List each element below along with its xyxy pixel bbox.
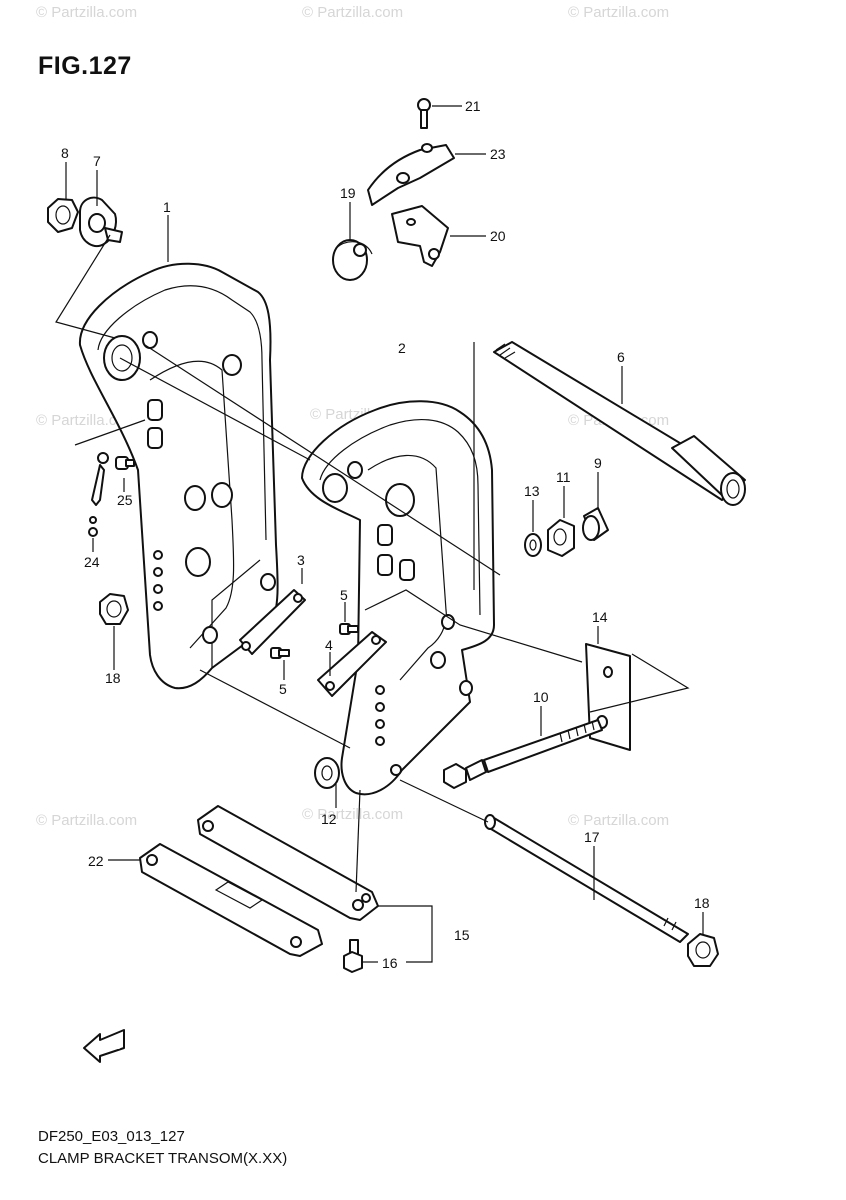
callout-label: 19: [340, 185, 356, 201]
callout-label: 1: [163, 199, 171, 215]
callout-leaders: [65, 105, 704, 963]
callout-label: 21: [465, 98, 481, 114]
callout-label: 8: [61, 145, 69, 161]
part-19-grommet[interactable]: [332, 239, 373, 281]
part-11-nut[interactable]: [547, 519, 575, 557]
callout-label: 11: [556, 469, 571, 485]
watermark: © Partzilla.com: [302, 4, 404, 21]
callout-label: 18: [694, 895, 710, 911]
callout-label: 12: [321, 811, 337, 827]
callout-label: 5: [340, 587, 348, 603]
callout-label: 25: [117, 492, 133, 508]
part-3-plate[interactable]: [239, 589, 306, 655]
fwd-label: FWD: [101, 1041, 122, 1051]
figure-title: FIG.127: [38, 52, 132, 80]
callout-label: 23: [490, 146, 506, 162]
part-6-tilt-tube[interactable]: [493, 341, 746, 506]
part-1-clamp-bracket-left[interactable]: [78, 262, 279, 690]
part-4-plate[interactable]: [317, 631, 387, 697]
callout-label: 20: [490, 228, 506, 244]
fwd-arrow-icon: FWD: [83, 1029, 125, 1063]
part-17-through-bolt[interactable]: [484, 814, 689, 943]
callout-numbers: 1 2 3 4 5 5 6 7 8 9 10 11 12 13 14 15 16…: [61, 98, 710, 971]
part-8-nut[interactable]: [47, 198, 79, 233]
part-12-washer[interactable]: [314, 757, 340, 789]
part-22-pad[interactable]: [139, 843, 323, 957]
part-24-ground-wire[interactable]: [88, 452, 109, 537]
callout-label: 13: [524, 483, 540, 499]
callout-label: 24: [84, 554, 100, 570]
part-10-bolt[interactable]: [443, 719, 603, 789]
figure-caption: CLAMP BRACKET TRANSOM(X.XX): [38, 1150, 288, 1167]
part-2-clamp-bracket-right[interactable]: [301, 400, 495, 796]
watermark: © Partzilla.com: [302, 806, 404, 823]
part-13-washer[interactable]: [524, 533, 542, 557]
part-18-nut-left[interactable]: [99, 593, 129, 625]
watermark: © Partzilla.com: [568, 812, 670, 829]
part-18-nut-right[interactable]: [687, 933, 719, 967]
model-code: DF250_E03_013_127: [38, 1128, 185, 1145]
part-20-bracket-plate[interactable]: [391, 205, 449, 267]
callout-label: 3: [297, 552, 305, 568]
part-7-washer-plate[interactable]: [79, 196, 123, 248]
callout-label: 6: [617, 349, 625, 365]
callout-label: 9: [594, 455, 602, 471]
callout-label: 18: [105, 670, 121, 686]
watermark: © Partzilla.com: [36, 412, 138, 429]
part-21-bolt[interactable]: [417, 98, 431, 129]
callout-label: 4: [325, 637, 333, 653]
callout-label: 10: [533, 689, 549, 705]
callout-label: 5: [279, 681, 287, 697]
callout-label: 16: [382, 955, 398, 971]
callout-label: 15: [454, 927, 470, 943]
part-16-bolt[interactable]: [343, 939, 363, 973]
callout-label: 17: [584, 829, 600, 845]
callout-label: 2: [398, 340, 406, 356]
watermark: © Partzilla.com: [36, 812, 138, 829]
part-23-cover[interactable]: [367, 143, 455, 206]
assembly-leader-lines: [55, 234, 690, 893]
watermark: © Partzilla.com: [568, 4, 670, 21]
callout-label: 14: [592, 609, 608, 625]
callout-label: 22: [88, 853, 104, 869]
part-25-screw[interactable]: [115, 456, 135, 470]
part-5-bolt-upper[interactable]: [339, 623, 359, 635]
part-15-pad[interactable]: [197, 805, 379, 921]
part-9-bushing[interactable]: [582, 507, 609, 541]
watermark: © Partzilla.com: [36, 4, 138, 21]
part-5-bolt-lower[interactable]: [270, 647, 290, 659]
callout-label: 7: [93, 153, 101, 169]
